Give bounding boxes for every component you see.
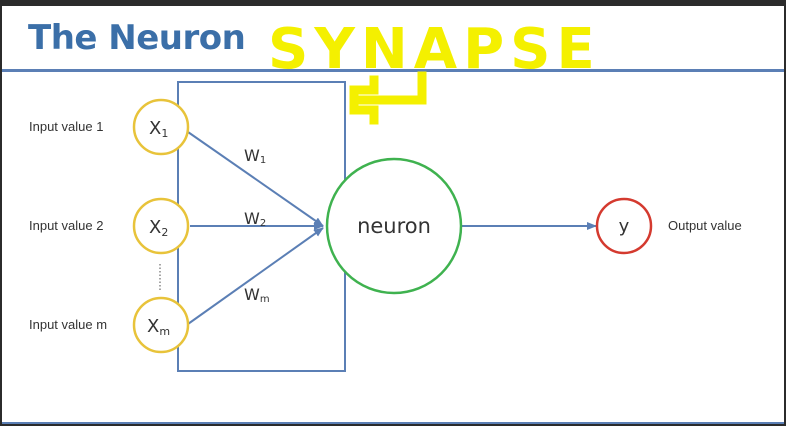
synapse-annotation: SYNAPSE (268, 17, 601, 82)
input-node-1 (132, 98, 190, 156)
synapse-arrow-m (187, 227, 324, 325)
neuron-node (325, 157, 463, 295)
bottom-rule (2, 422, 784, 424)
input-symbol-m: Xm (147, 316, 170, 338)
input-node-2 (132, 197, 190, 255)
annotation-arrow-icon (349, 71, 427, 125)
output-node (595, 197, 653, 255)
input-label-2: Input value 2 (29, 218, 103, 233)
input-label-1: Input value 1 (29, 119, 103, 134)
title-underline (2, 69, 784, 72)
output-symbol: y (619, 216, 630, 237)
neuron-label: neuron (357, 214, 431, 238)
output-label: Output value (668, 218, 742, 233)
weight-label-1: W1 (244, 146, 266, 166)
neuron-diagram: Input value 1 Input value 2 Input value … (29, 17, 742, 372)
input-symbol-2: X2 (149, 217, 168, 239)
weight-label-2: W2 (244, 209, 266, 229)
weight-label-m: Wm (244, 285, 270, 305)
input-label-m: Input value m (29, 317, 107, 332)
slide-title: The Neuron (28, 18, 246, 58)
synapse-arrow-1 (187, 131, 324, 227)
slide: The Neuron Input value 1 Input value 2 I… (2, 6, 784, 424)
input-node-m (132, 296, 190, 354)
input-symbol-1: X1 (149, 118, 168, 140)
